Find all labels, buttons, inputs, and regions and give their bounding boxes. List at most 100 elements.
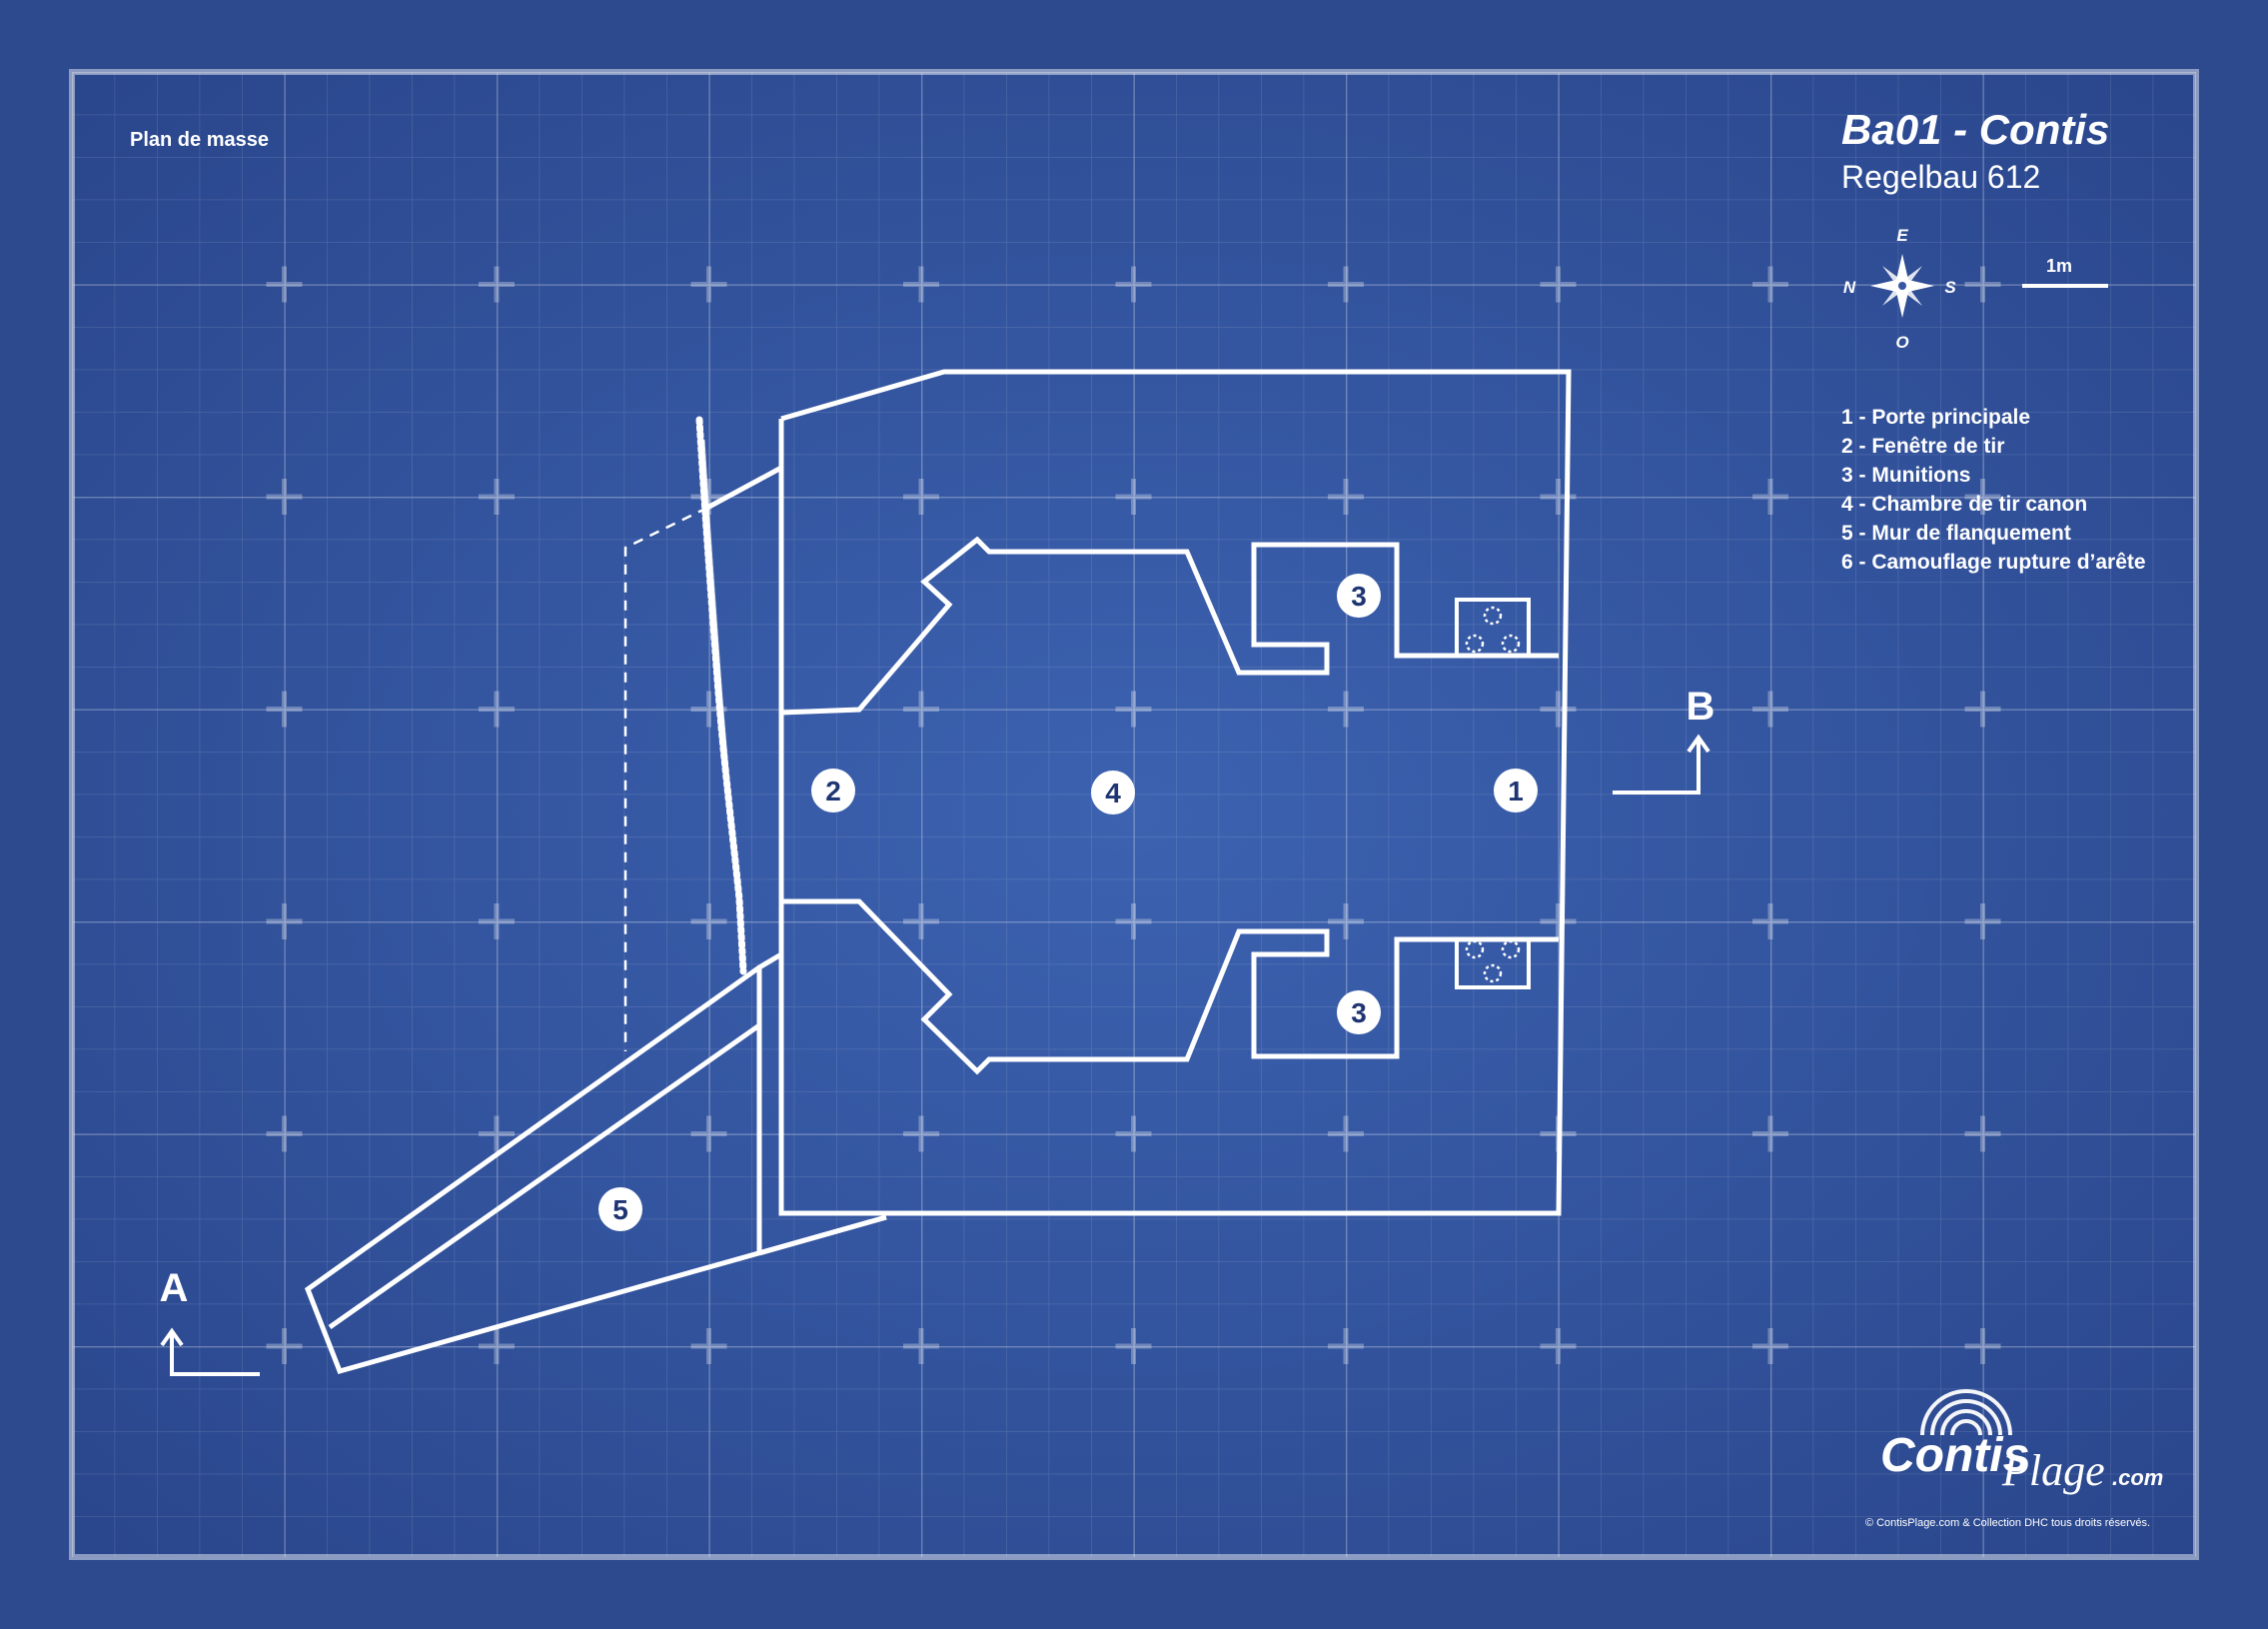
grid-cross	[266, 479, 303, 515]
grid-cross	[479, 1328, 515, 1364]
grid-cross	[1328, 266, 1364, 303]
marker-3-top: 3	[1337, 574, 1381, 618]
marker-3-top-label: 3	[1351, 581, 1367, 612]
dashed-boundary	[623, 506, 708, 1051]
grid-cross	[1328, 691, 1364, 728]
grid-cross	[690, 1328, 727, 1364]
grid-cross	[479, 479, 515, 515]
compass-rose-icon	[1870, 254, 1934, 318]
grid-cross	[1964, 266, 2001, 303]
grid-cross	[1540, 691, 1577, 728]
grid-cross	[1115, 266, 1152, 303]
grid-cross	[1752, 266, 1788, 303]
marker-4-label: 4	[1105, 778, 1121, 809]
grid-cross	[690, 1115, 727, 1152]
drawing-subtitle: Regelbau 612	[1841, 159, 2040, 195]
flanking-wall-mid	[328, 1022, 761, 1330]
grid-cross	[1752, 1328, 1788, 1364]
legend-item-1: 1 - Porte principale	[1841, 406, 2030, 429]
grid-cross	[479, 266, 515, 303]
grid-cross	[903, 1115, 939, 1152]
grid-cross	[1540, 903, 1577, 939]
sheet-border	[69, 69, 2199, 1560]
legend-item-4: 4 - Chambre de tir canon	[1841, 493, 2087, 516]
grid-cross	[1115, 1328, 1152, 1364]
marker-1: 1	[1494, 769, 1538, 813]
grid-cross	[1752, 1115, 1788, 1152]
grid-cross	[690, 266, 727, 303]
interior-wall-lower	[781, 898, 1559, 1075]
marker-1-label: 1	[1508, 776, 1524, 807]
grid-cross	[1328, 479, 1364, 515]
grid-cross	[903, 903, 939, 939]
bunker-plan	[304, 369, 1572, 1375]
grid-cross	[479, 691, 515, 728]
grid-cross	[690, 903, 727, 939]
grid-cross	[1540, 266, 1577, 303]
section-a-label: A	[160, 1266, 189, 1310]
ammo-rack-icon	[1455, 937, 1531, 989]
grid-cross	[266, 691, 303, 728]
compass-west-label: O	[1895, 333, 1908, 352]
grid-cross	[266, 1115, 303, 1152]
legend: 1 - Porte principale 2 - Fenêtre de tir …	[1841, 406, 2146, 574]
grid-cross	[266, 266, 303, 303]
grid-cross	[1115, 691, 1152, 728]
marker-3-bottom: 3	[1337, 990, 1381, 1034]
marker-5: 5	[598, 1187, 642, 1231]
major-grid	[72, 72, 2196, 1557]
grid-cross	[1328, 903, 1364, 939]
grid-cross	[903, 691, 939, 728]
grid-cross	[1115, 1115, 1152, 1152]
grid-cross	[479, 1115, 515, 1152]
grid-cross	[1115, 479, 1152, 515]
grid-cross	[1115, 903, 1152, 939]
compass-south-label: S	[1944, 278, 1956, 297]
marker-2-label: 2	[825, 776, 841, 807]
logo-sub-text: Plage	[2001, 1446, 2105, 1495]
grid-cross	[1540, 479, 1577, 515]
logo-domain-text: .com	[2112, 1465, 2163, 1490]
legend-item-2: 2 - Fenêtre de tir	[1841, 435, 2004, 458]
flanking-wall-base	[758, 1214, 887, 1256]
grid-cross	[1540, 1328, 1577, 1364]
compass-east-label: E	[1896, 226, 1908, 245]
grid-cross	[266, 903, 303, 939]
drawing-title: Ba01 - Contis	[1841, 106, 2109, 153]
legend-item-5: 5 - Mur de flanquement	[1841, 522, 2071, 545]
grid-cross	[903, 1328, 939, 1364]
section-arrow-icon	[1613, 734, 1710, 795]
copyright-text: © ContisPlage.com & Collection DHC tous …	[1865, 1517, 2150, 1529]
legend-item-3: 3 - Munitions	[1841, 464, 1971, 487]
section-label: Plan de masse	[130, 129, 269, 151]
grid-cross	[1328, 1328, 1364, 1364]
marker-5-label: 5	[612, 1194, 628, 1225]
marker-3-bottom-label: 3	[1351, 997, 1367, 1028]
grid-cross	[1752, 479, 1788, 515]
section-b-label: B	[1687, 685, 1715, 729]
wall-wedge-top	[705, 465, 783, 511]
camouflage-edge-line	[701, 439, 743, 940]
grid-cross	[266, 1328, 303, 1364]
grid-cross-marks	[266, 266, 2001, 1364]
section-arrow-icon	[160, 1327, 260, 1376]
logo-main-text: Contis	[1880, 1429, 2029, 1482]
scale-label: 1m	[2046, 256, 2072, 276]
compass-north-label: N	[1843, 278, 1856, 297]
flanking-wall-outer	[304, 964, 887, 1375]
marker-2: 2	[811, 769, 855, 813]
grid-cross	[1964, 691, 2001, 728]
grid-cross	[1964, 903, 2001, 939]
interior-wall-upper	[780, 536, 1559, 716]
marker-4: 4	[1091, 771, 1135, 814]
grid-cross	[1964, 479, 2001, 515]
outer-wall	[778, 369, 1572, 1216]
grid-cross	[479, 903, 515, 939]
grid-cross	[1328, 1115, 1364, 1152]
grid-cross	[1752, 691, 1788, 728]
legend-item-6: 6 - Camouflage rupture d’arête	[1841, 551, 2146, 574]
grid-cross	[903, 266, 939, 303]
grid-cross	[1752, 903, 1788, 939]
